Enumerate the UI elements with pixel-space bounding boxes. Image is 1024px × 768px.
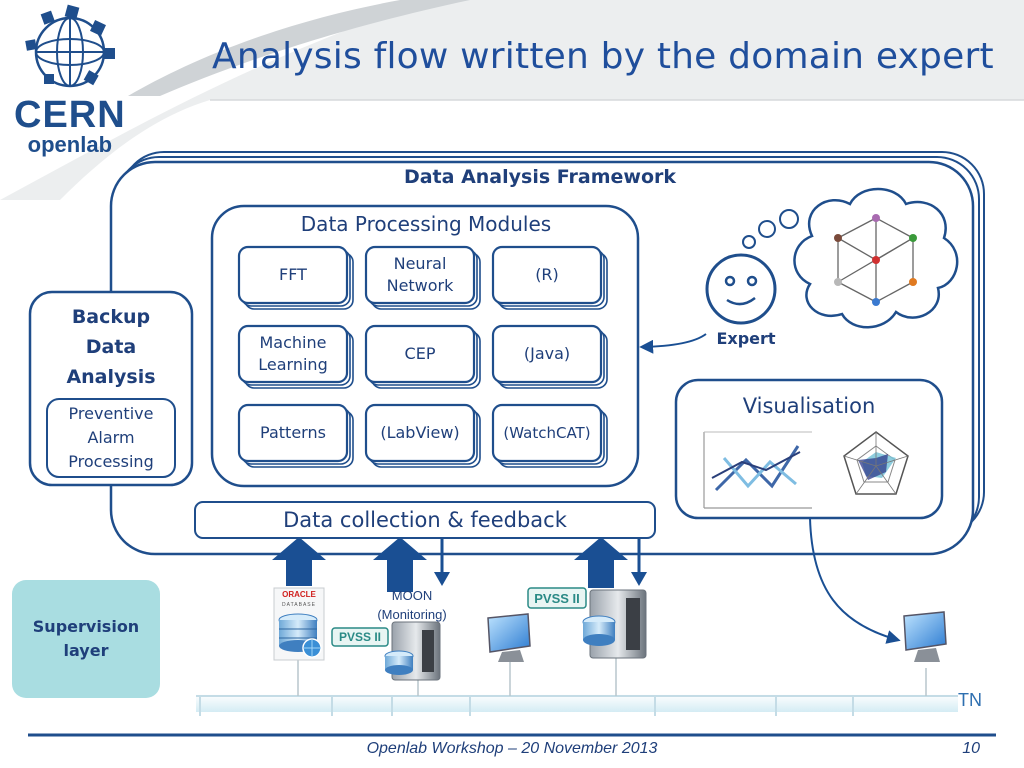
module-r: (R)	[535, 265, 559, 284]
line-chart-icon	[703, 431, 812, 509]
collection-label: Data collection & feedback	[283, 508, 567, 532]
module-box-shape	[364, 403, 476, 463]
oracle-database-icon	[273, 587, 325, 661]
expert-face-icon	[705, 253, 777, 325]
module-java: (Java)	[523, 344, 571, 363]
oracle-sub-label: DATABASE	[282, 602, 316, 608]
module-labview: (LabView)	[380, 423, 460, 442]
module-neural-network: Neural Network	[386, 254, 454, 295]
visualisation-arrow	[809, 517, 901, 644]
page-number: 10	[962, 740, 980, 757]
module-patterns: Patterns	[260, 423, 326, 442]
framework-title: Data Analysis Framework	[403, 166, 677, 188]
footer-text: Openlab Workshop – 20 November 2013	[366, 740, 658, 757]
collection-bar	[194, 501, 656, 539]
oracle-label: ORACLE	[282, 590, 316, 599]
module-box-shape	[237, 324, 349, 384]
module-cep: CEP	[404, 344, 436, 363]
visualisation-panel	[674, 378, 944, 520]
processing-title: Data Processing Modules	[300, 212, 552, 236]
logo-line2: openlab	[27, 132, 113, 157]
logo-line1: CERN	[14, 94, 126, 136]
module-box-shape	[237, 403, 349, 463]
module-watchcat: (WatchCAT)	[503, 424, 591, 442]
cube-graph-icon	[834, 214, 917, 306]
supervision-label: Supervision layer	[32, 617, 140, 660]
module-box-shape	[237, 245, 349, 305]
module-box-shape	[364, 245, 476, 305]
module-box-shape	[491, 403, 603, 463]
preventive-label: Preventive Alarm Processing	[68, 404, 154, 471]
page-title: Analysis flow written by the domain expe…	[212, 36, 994, 77]
terminal-monitor-icon	[903, 611, 947, 662]
monitor-icon	[487, 613, 531, 662]
module-boxes	[237, 245, 608, 468]
module-box-shape	[491, 245, 603, 305]
module-fft: FFT	[279, 265, 307, 284]
cern-openlab-logo: CERN openlab	[14, 96, 126, 156]
expert-label: Expert	[716, 329, 776, 348]
tn-label: TN	[958, 690, 982, 710]
header-swoosh	[0, 0, 1024, 200]
up-arrows	[272, 537, 628, 592]
moon-label: MOON (Monitoring)	[377, 588, 447, 622]
moon-server-icon	[331, 621, 441, 681]
supervision-box	[12, 580, 160, 698]
expert-arrow	[639, 333, 707, 354]
cern-globe-icon	[25, 4, 115, 88]
module-box-shape	[364, 324, 476, 384]
pvss-badge-small: PVSS II	[338, 630, 382, 644]
preventive-box	[46, 398, 176, 478]
pvss-badge-large: PVSS II	[534, 590, 580, 606]
pvss-server-icon	[527, 587, 647, 659]
module-machine-learning: Machine Learning	[258, 333, 328, 374]
visualisation-title: Visualisation	[742, 394, 876, 418]
radar-chart-icon	[843, 431, 909, 495]
down-arrows	[434, 539, 647, 586]
module-box-shape	[491, 324, 603, 384]
backup-title: Backup Data Analysis	[66, 306, 156, 388]
tn-network-bus	[196, 658, 958, 716]
